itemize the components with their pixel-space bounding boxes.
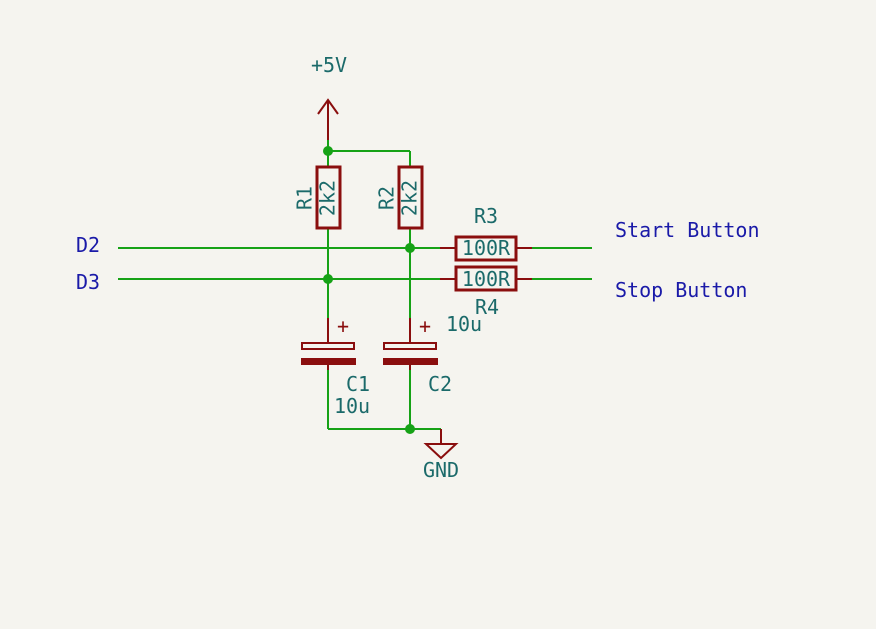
r3-ref: R3 [474,204,498,228]
c1-plate-positive [301,342,355,350]
net-label-d2[interactable]: D2 [76,233,100,257]
junction-d2 [405,243,415,253]
c1-value: 10u [334,394,370,418]
c2-plate-negative [383,358,438,365]
gnd-label: GND [423,458,459,482]
junctions [323,146,415,434]
c2-value: 10u [446,312,482,336]
r4-value: 100R [462,267,511,291]
r4-ref: R4 [475,295,499,319]
wires [118,140,592,430]
gnd-triangle-icon [423,443,459,460]
r2-ref: R2 [375,186,399,210]
capacitor-c2[interactable]: + 10u C2 [383,312,482,396]
gnd-power-symbol[interactable]: GND [423,429,459,482]
resistor-r3[interactable]: R3 100R [440,204,532,262]
r2-value: 2k2 [398,180,422,216]
r1-body [315,165,342,230]
resistor-r2[interactable]: R2 2k2 [375,165,424,230]
net-label-d3[interactable]: D3 [76,270,100,294]
resistor-r4[interactable]: 100R R4 [440,265,532,319]
c2-ref: C2 [428,372,452,396]
r3-value: 100R [462,236,511,260]
vcc-arrow-icon [317,98,339,115]
c2-plate-positive [383,342,437,350]
net-label-start-button[interactable]: Start Button [615,218,760,242]
r1-ref: R1 [293,186,317,210]
junction-gnd [405,424,415,434]
capacitor-c1[interactable]: + C1 10u [301,314,370,418]
r2-body [397,165,424,230]
net-label-stop-button[interactable]: Stop Button [615,278,747,302]
junction-d3 [323,274,333,284]
vcc-label: +5V [311,53,347,77]
c1-ref: C1 [346,372,370,396]
c1-plate-negative [301,358,356,365]
r1-value: 2k2 [316,180,340,216]
net-labels: D2 D3 Start Button Stop Button [76,218,760,302]
c2-plus-icon: + [419,314,431,338]
c1-plus-icon: + [337,314,349,338]
vcc-power-symbol[interactable]: +5V [311,53,347,140]
resistor-r1[interactable]: R1 2k2 [293,165,342,230]
junction-vcc [323,146,333,156]
